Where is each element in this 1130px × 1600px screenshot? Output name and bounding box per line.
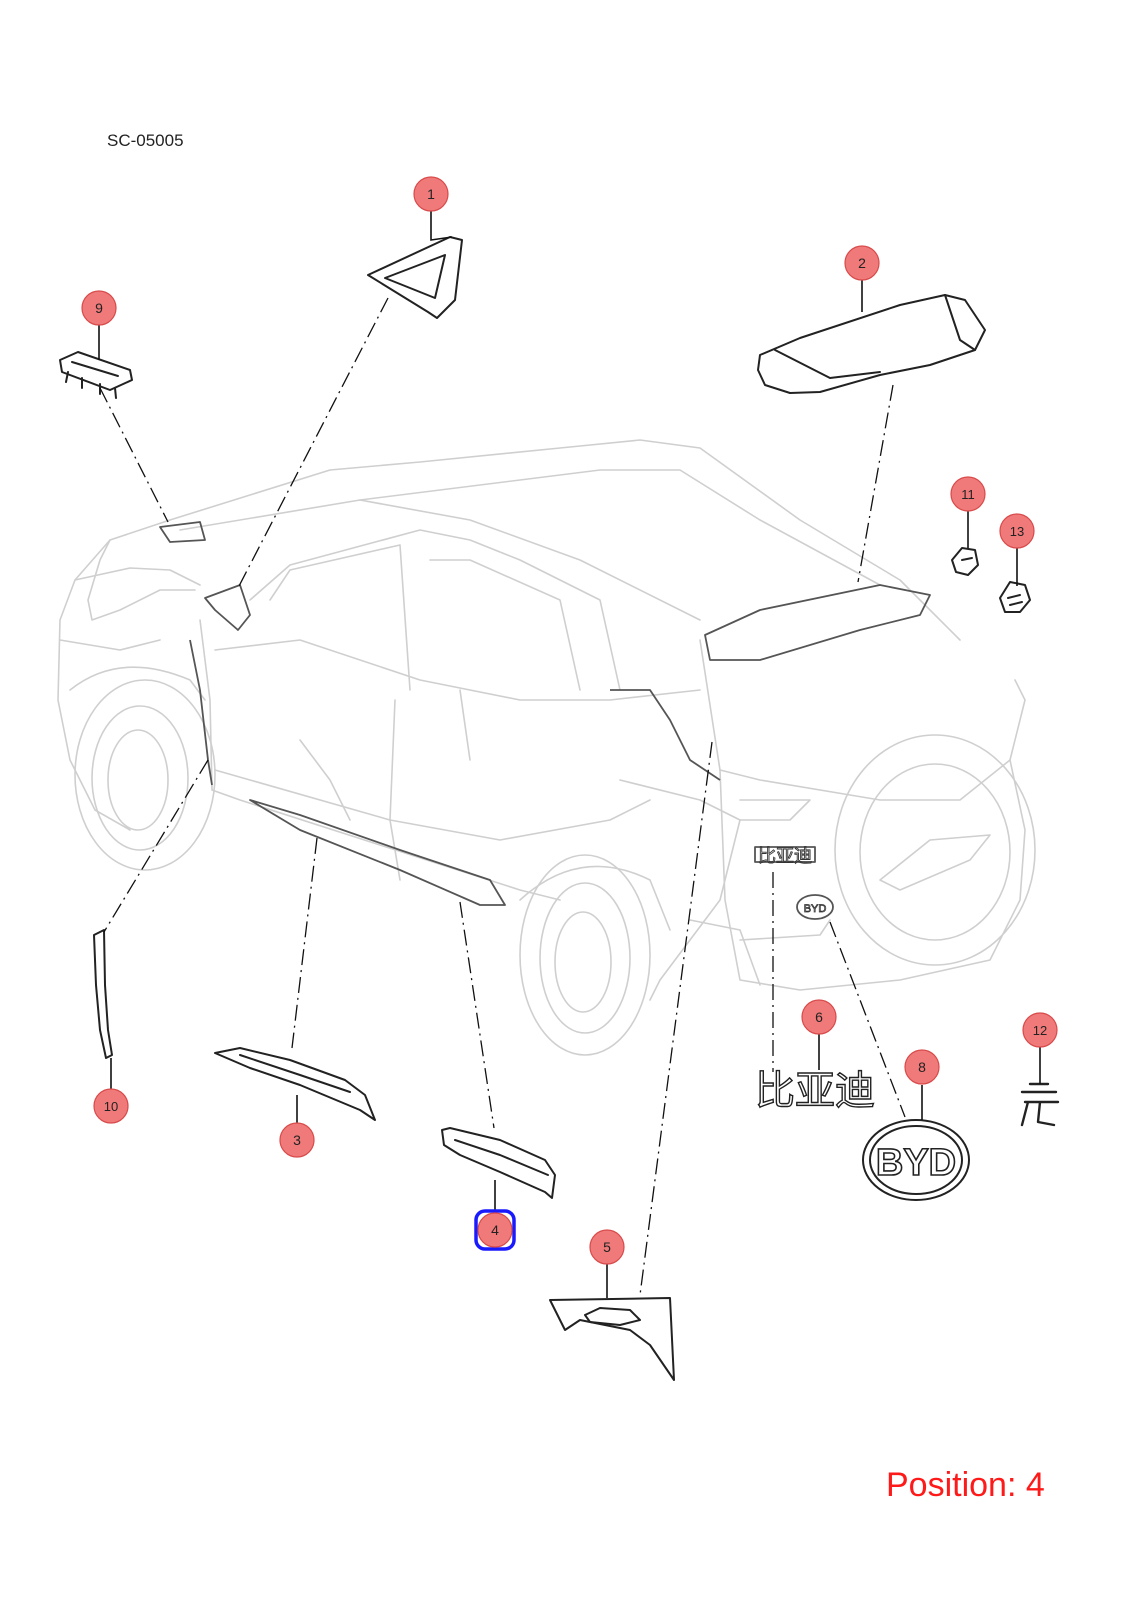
callout-circle[interactable] [589, 1229, 625, 1265]
part-9-shape [59, 351, 133, 391]
position-label: Position: 4 [886, 1466, 1045, 1504]
callout-number: 12 [1033, 1023, 1047, 1038]
callout-circle[interactable] [904, 1049, 940, 1085]
callout-number: 8 [918, 1059, 926, 1075]
callout-2[interactable]: 2 [844, 245, 880, 281]
installed-parts [159, 521, 931, 920]
part-8-shape [862, 1119, 970, 1201]
callout-1[interactable]: 1 [413, 176, 449, 212]
part-2-shape [757, 294, 986, 394]
emblem-small-logo: BYD [804, 903, 827, 915]
callout-circle[interactable] [413, 176, 449, 212]
callout-number: 4 [491, 1222, 499, 1238]
emblem-small-chinese: 比亚迪 [758, 846, 812, 866]
diagram-code: SC-05005 [107, 131, 184, 150]
callout-circle[interactable] [81, 290, 117, 326]
callout-circle[interactable] [999, 513, 1035, 549]
part-10-shape [93, 929, 113, 1059]
callout-10[interactable]: 10 [93, 1088, 129, 1124]
vehicle-outline [57, 439, 1036, 1056]
callout-8[interactable]: 8 [904, 1049, 940, 1085]
exploded-parts [59, 236, 1060, 1381]
callout-circle[interactable] [844, 245, 880, 281]
emblem-large-logo: BYD [876, 1142, 956, 1184]
callout-circle[interactable] [477, 1212, 513, 1248]
callout-number: 2 [858, 255, 866, 271]
leader-lines [99, 297, 906, 1296]
callout-number: 6 [815, 1009, 823, 1025]
callout-circle[interactable] [1022, 1012, 1058, 1048]
callout-5[interactable]: 5 [589, 1229, 625, 1265]
callout-3[interactable]: 3 [279, 1122, 315, 1158]
callout-circle[interactable] [801, 999, 837, 1035]
callout-leaders [98, 211, 1041, 1298]
callout-number: 9 [95, 300, 103, 316]
callout-number: 13 [1010, 524, 1024, 539]
selection-highlight [474, 1209, 516, 1251]
callout-12[interactable]: 12 [1022, 1012, 1058, 1048]
callout-number: 1 [427, 186, 435, 202]
part-5-shape [549, 1297, 675, 1381]
callout-13[interactable]: 13 [999, 513, 1035, 549]
callout-9[interactable]: 9 [81, 290, 117, 326]
callout-number: 3 [293, 1132, 301, 1148]
part-13-shape [999, 581, 1031, 613]
emblem-large-chinese: 比亚迪 [755, 1069, 875, 1113]
part-12-shape [1020, 1082, 1060, 1127]
callout-number: 11 [961, 487, 975, 502]
callout-circle[interactable] [950, 476, 986, 512]
part-3-shape [214, 1047, 376, 1121]
callout-4[interactable]: 4 [474, 1209, 516, 1251]
part-4-shape [441, 1127, 556, 1199]
part-11-shape [951, 547, 979, 576]
part-1-shape [367, 236, 463, 319]
callout-circle[interactable] [279, 1122, 315, 1158]
callout-6[interactable]: 6 [801, 999, 837, 1035]
callout-number: 10 [104, 1099, 118, 1114]
callout-number: 5 [603, 1239, 611, 1255]
callout-circle[interactable] [93, 1088, 129, 1124]
callout-11[interactable]: 11 [950, 476, 986, 512]
